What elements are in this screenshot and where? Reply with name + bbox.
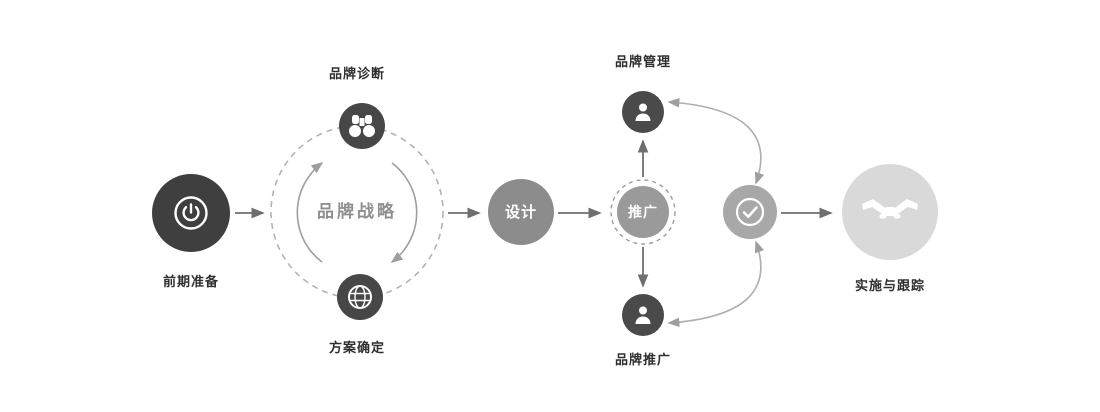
label-brand-management: 品牌管理 bbox=[614, 54, 671, 69]
node-design: 设计 bbox=[488, 179, 554, 245]
promotion-dashed-ring bbox=[610, 179, 676, 245]
design-node-label: 设计 bbox=[504, 203, 537, 221]
label-preparation: 前期准备 bbox=[162, 274, 219, 289]
globe-icon bbox=[348, 285, 372, 309]
node-diagnosis bbox=[339, 103, 385, 149]
person-icon bbox=[635, 103, 651, 121]
node-promotion: 推广 bbox=[617, 186, 669, 238]
curve-management-check bbox=[667, 97, 765, 185]
person-icon bbox=[635, 306, 651, 324]
node-brand-promotion bbox=[622, 294, 664, 336]
label-implementation: 实施与跟踪 bbox=[854, 278, 925, 293]
node-preparation bbox=[152, 174, 230, 252]
cycle-arrow-right bbox=[390, 162, 418, 263]
cycle-arrow-left bbox=[296, 162, 324, 263]
curve-brand-promotion-check bbox=[667, 240, 765, 328]
label-diagnosis: 品牌诊断 bbox=[328, 66, 385, 81]
binoculars-icon bbox=[349, 115, 375, 137]
promotion-node-label: 推广 bbox=[628, 204, 658, 220]
label-strategy: 品牌战略 bbox=[317, 202, 397, 221]
node-implementation bbox=[842, 164, 938, 260]
node-plan-confirmation bbox=[337, 274, 383, 320]
check-circle-icon bbox=[735, 197, 765, 227]
power-icon bbox=[174, 196, 208, 230]
label-brand-promotion: 品牌推广 bbox=[614, 352, 671, 367]
node-approval bbox=[723, 185, 777, 239]
node-brand-management bbox=[622, 91, 664, 133]
handshake-icon bbox=[862, 199, 918, 219]
label-plan-confirmation: 方案确定 bbox=[328, 340, 385, 355]
